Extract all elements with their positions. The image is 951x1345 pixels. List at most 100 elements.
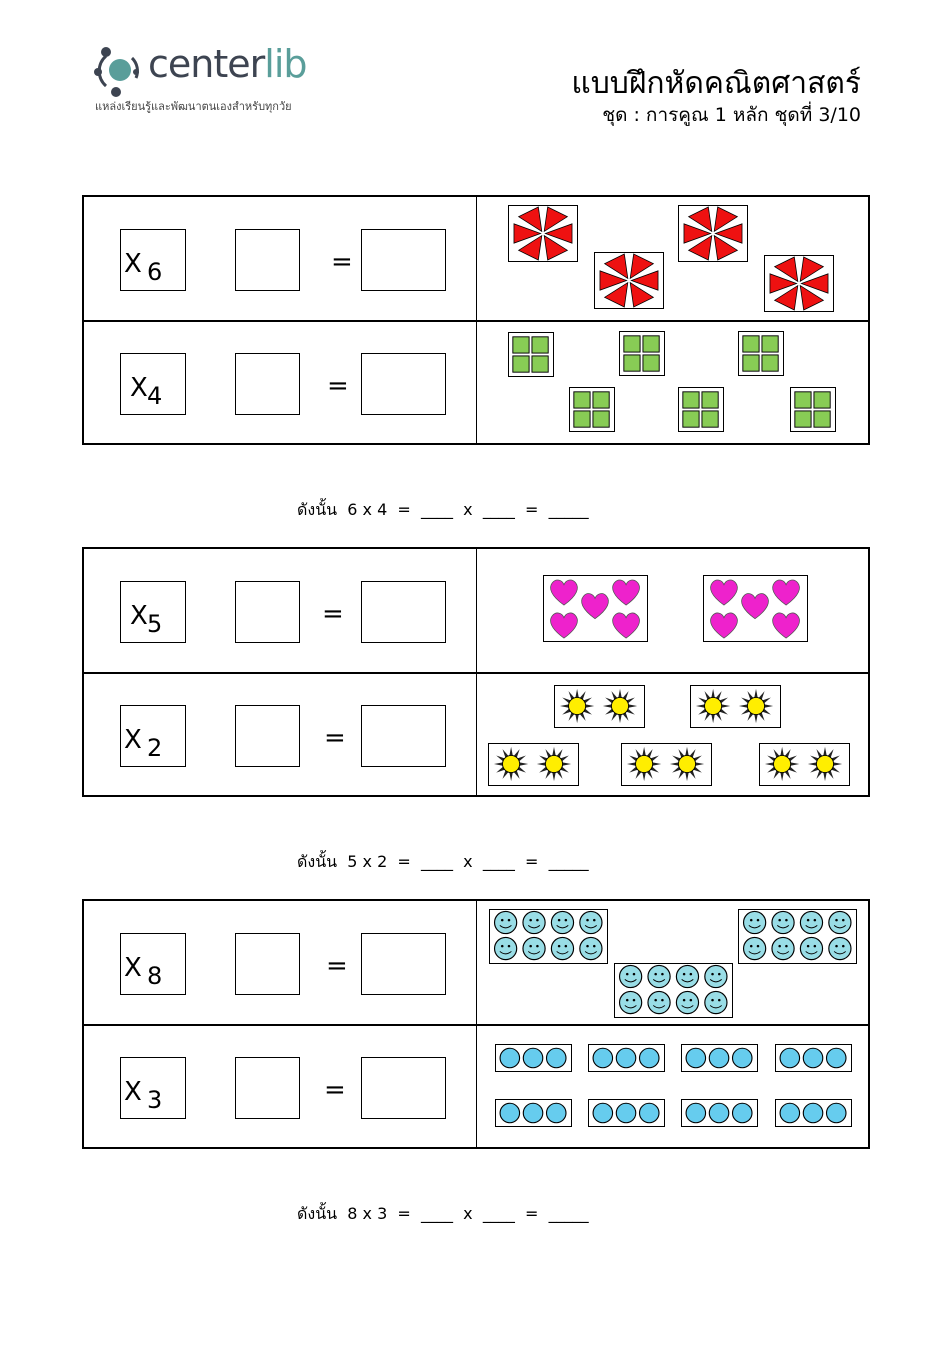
triangle [713,234,739,261]
multiply-sign: X [124,725,142,755]
heart [772,579,800,606]
circle [685,1047,707,1069]
triangle [603,253,629,280]
product-answer-box[interactable] [361,229,446,291]
product-answer-box[interactable] [361,705,446,767]
multiply-sign: X [124,1077,142,1107]
square [623,354,641,372]
yellow-suns-group-icon [690,685,781,728]
triangle [773,256,799,283]
equation-row: 4 X = [84,321,476,445]
triangle [683,223,712,244]
multiplier-answer-box[interactable] [235,705,300,767]
circle [825,1047,847,1069]
pink-hearts-group-icon [703,575,808,642]
circle [522,1047,544,1069]
circle [825,1102,847,1124]
triangle [800,273,829,294]
heart [772,612,800,639]
smiley-faces-group-icon [489,909,608,964]
multiplicand-box: 5 [120,581,186,643]
multiply-sign: X [124,953,142,983]
logo-tagline: แหล่งเรียนรู้และพัฒนาตนเองสำหรับทุกวัย [95,100,292,113]
multiplier-answer-box[interactable] [235,581,300,643]
square [512,355,530,373]
smiley [742,936,767,961]
smiley [522,936,546,961]
circle [731,1047,753,1069]
logo-mark-icon [94,47,139,97]
square [592,391,610,409]
triangle [687,234,713,261]
circle [545,1102,567,1124]
multiplier-answer-box[interactable] [235,1057,300,1119]
summary-line: ดังนั้น 6 x 4 = ____ x ____ = _____ [297,500,589,519]
circle [802,1102,824,1124]
yellow-suns-group-icon [488,743,579,786]
product-answer-box[interactable] [361,933,446,995]
circle [779,1102,801,1124]
smiley-faces-group-icon [614,963,733,1018]
triangle [603,281,629,308]
multiplier-answer-box[interactable] [235,933,300,995]
green-squares-group-icon [569,387,615,432]
circle [638,1047,660,1069]
triangle [769,273,798,294]
sun [764,746,800,782]
smiley [675,990,700,1015]
equation-row: 3 X = [84,1025,476,1149]
triangle [687,206,713,233]
square [512,336,530,354]
square [813,410,831,428]
heart [550,612,578,639]
multiplicand: 3 [147,1086,163,1114]
problem-table: 5 X = 2 X = [82,547,870,797]
square [742,354,760,372]
equation-row: 2 X = [84,673,476,797]
product-answer-box[interactable] [361,1057,446,1119]
yellow-suns-group-icon [554,685,645,728]
smiley [799,936,824,961]
square [794,391,812,409]
circle [615,1102,637,1124]
product-answer-box[interactable] [361,353,446,415]
sun [536,746,572,782]
square [531,336,549,354]
blue-circles-group-icon [775,1099,852,1127]
smiley [522,910,546,935]
product-answer-box[interactable] [361,581,446,643]
triangle [543,234,569,261]
smiley [647,990,671,1015]
green-squares-group-icon [508,332,554,377]
triangle [773,284,799,311]
summary-line: ดังนั้น 8 x 3 = ____ x ____ = _____ [297,1204,589,1223]
triangle [630,270,659,291]
smiley-faces-group-icon [738,909,857,964]
circle [499,1102,521,1124]
multiplicand-box: 4 [120,353,186,415]
square [573,391,591,409]
green-squares-group-icon [790,387,836,432]
red-hexagon-group-icon [678,205,748,262]
multiply-sign: X [130,601,148,631]
problem-table: 6 X = 4 X = [82,195,870,445]
heart [612,612,640,639]
green-squares-group-icon [678,387,724,432]
square [742,335,760,353]
triangle [543,206,569,233]
multiplicand: 6 [147,258,163,286]
yellow-suns-group-icon [759,743,850,786]
multiplier-answer-box[interactable] [235,229,300,291]
yellow-suns-group-icon [621,743,712,786]
circle [545,1047,567,1069]
triangle [599,270,628,291]
equals-sign: = [331,247,353,277]
smiley [618,964,643,989]
circle [779,1047,801,1069]
green-squares-group-icon [619,331,665,376]
multiplier-answer-box[interactable] [235,353,300,415]
blue-circles-group-icon [588,1044,665,1072]
multiplicand-box: 2 [120,705,186,767]
heart [710,579,738,606]
pink-hearts-group-icon [543,575,648,642]
